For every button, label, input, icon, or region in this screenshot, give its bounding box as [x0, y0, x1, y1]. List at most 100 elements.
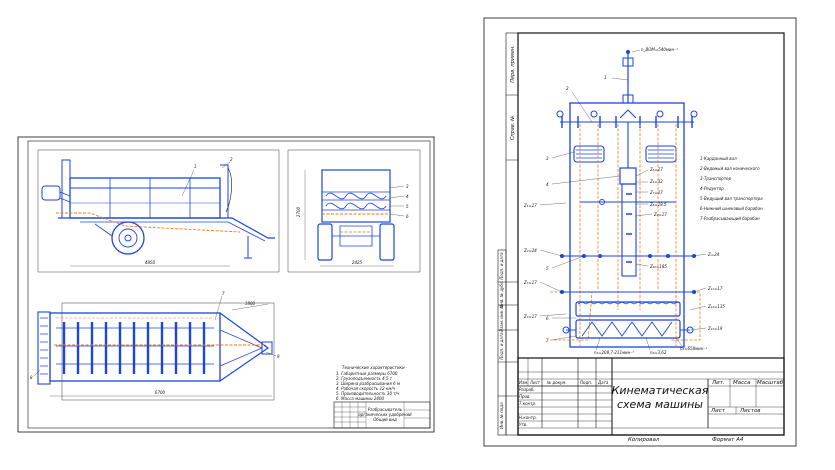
gear-z8: Z₈=18.5: [649, 202, 667, 207]
top-view-dim-width: 1800: [245, 301, 256, 306]
auger-drum: [575, 319, 681, 339]
spec-line-1: 1. Габаритные размеры 6700: [336, 371, 398, 376]
margin-ref-no: Справ. №: [510, 116, 516, 140]
scheme-part-3: 3: [546, 156, 549, 161]
top-view-part-8: 8: [30, 375, 33, 380]
tb-header-sign: Подп.: [580, 380, 592, 385]
top-view-dim-length: 6700: [155, 390, 166, 395]
rear-view-dim-width: 2425: [352, 260, 363, 265]
left-tb-line2: органических удобрений: [358, 412, 412, 417]
right-sheet[interactable]: Перв. примен. Справ. № Подп. и дата Инв.…: [483, 17, 797, 447]
speed-n1: n₁=208,7-211мин⁻¹: [594, 350, 634, 355]
scheme-part-2: 2: [566, 86, 569, 91]
gear-z10: Z₁₀=185: [649, 264, 667, 269]
input-speed-label: n_ВОМ=540мин⁻¹: [641, 47, 678, 52]
side-view-dim-length: 4850: [145, 260, 156, 265]
left-title-block: Разбрасыватель органических удобрений Об…: [333, 401, 431, 429]
tb-role-ncontr: Н.контр.: [519, 415, 537, 420]
gear-z4: Z₄=17: [523, 314, 537, 319]
spec-title: Технические характеристики: [342, 365, 405, 370]
tb-mass: Масса: [733, 380, 751, 386]
gear-z7: Z₇=17: [649, 190, 663, 195]
tb-header-doc: № докум.: [546, 380, 567, 385]
top-view-part-9: 9: [277, 354, 280, 359]
scheme-part-4: 4: [546, 182, 549, 187]
side-view-part-2: 2: [230, 157, 233, 162]
kinematic-scheme: n_ВОМ=540мин⁻¹: [523, 47, 725, 355]
tb-title-line1: Кинематическая: [612, 384, 709, 397]
rear-view-frame: [287, 149, 421, 273]
legend-item-3: 3-Транспортер: [700, 176, 732, 181]
tb-lit: Лит.: [711, 380, 725, 386]
legend-item-1: 1-Карданный вал: [700, 156, 737, 161]
gear-z12: Z₁₂=135: [707, 304, 725, 309]
scheme-legend: 1-Карданный вал 2-Ведомый вал коническог…: [700, 156, 763, 221]
top-view: 7 8 9 6700 1800: [30, 291, 280, 401]
tb-role-approve: Утв.: [519, 422, 527, 427]
scheme-part-6: 6: [546, 316, 549, 321]
left-tb-line3: Общий вид: [373, 417, 397, 422]
tb-role-check: Пров.: [519, 394, 531, 399]
side-view-frame: [37, 149, 280, 273]
margin-stamp: Перв. примен. Справ. № Подп. и дата Инв.…: [497, 32, 519, 436]
tb-title-line2: схема машины: [617, 398, 703, 411]
side-view: 4850 1 2: [37, 149, 280, 273]
margin-orig-inv: Инв. № подл.: [499, 401, 504, 429]
side-view-part-1: 1: [194, 164, 197, 169]
rear-view-dim-height: 2700: [296, 206, 301, 217]
gear-z3: Z₃=17: [523, 280, 537, 285]
spec-line-2: 2. Грузоподъемность 4,5 т: [336, 376, 393, 381]
gear-z13: Z₁₃=19: [707, 326, 723, 331]
spec-line-4: 4. Рабочая скорость 12 км/ч: [336, 386, 396, 391]
gear-z5: Z₅=17: [649, 167, 663, 172]
rear-view-part-6: 6: [406, 214, 409, 219]
rear-view-part-4: 4: [406, 194, 409, 199]
scheme-part-1: 1: [604, 75, 607, 80]
margin-sign-date-1: Подп. и дата: [499, 252, 504, 280]
spec-line-6: 6. Масса машины 2400: [336, 396, 385, 401]
legend-item-7: 7-Разбрасывающий барабан: [700, 216, 760, 221]
speed-n2: n₂=3,62: [650, 350, 667, 355]
tb-header-izm: Изм.: [519, 380, 528, 385]
gear-z2: Z₂=24: [523, 248, 537, 253]
gear-z11: Z₁₁=17: [707, 286, 723, 291]
left-sheet[interactable]: 4850 1 2 2700 2425 3 4: [17, 136, 435, 433]
tb-role-dev: Разраб.: [519, 387, 535, 392]
gear-z9: Z₉=17: [653, 212, 667, 217]
spec-notes: Технические характеристики 1. Габаритные…: [336, 365, 405, 401]
legend-item-2: 2-Ведомый вал конического: [700, 166, 760, 171]
legend-item-4: 4-Редуктор: [700, 186, 724, 191]
left-tb-line1: Разбрасыватель: [368, 407, 403, 412]
tb-role-tcontr: Т.контр.: [519, 401, 536, 406]
rear-view: 2700 2425 3 4 5 6: [287, 149, 421, 273]
scheme-part-5: 5: [546, 266, 549, 271]
rear-view-body: [321, 169, 391, 223]
top-view-part-7: 7: [222, 291, 225, 296]
tb-header-list: Лист: [529, 380, 541, 385]
left-sheet-inner-border: [27, 140, 431, 429]
left-sheet-outer-border: [17, 136, 435, 433]
tb-header-date: Дата: [597, 380, 609, 385]
chain-lines: [550, 124, 701, 346]
lower-beater: [575, 301, 681, 317]
top-view-slats: [56, 322, 214, 374]
margin-first-use: Перв. примен.: [510, 45, 516, 83]
side-view-wheel: [111, 221, 145, 255]
margin-repl-inv: Взам. инв. №: [499, 304, 504, 331]
tb-sheets: Листов: [739, 408, 761, 414]
gear-z-right: Z=24: [707, 252, 720, 257]
margin-dup-inv: Инв. № дубл.: [499, 280, 504, 307]
tb-format: Формат А4: [712, 437, 744, 443]
spec-line-5: 5. Производительность 30 т/ч: [336, 391, 400, 396]
gear-z1: Z₁=17: [523, 203, 537, 208]
tb-scale: Масштаб: [757, 380, 784, 386]
top-view-frame: [61, 302, 275, 401]
tb-copied: Копировал: [628, 437, 660, 443]
legend-item-6: 6-Нижний шнековый барабан: [700, 206, 763, 211]
legend-item-5: 5-Ведущий вал транспортера: [700, 196, 763, 201]
tb-sheet: Лист: [710, 408, 726, 414]
scheme-part-7: 7: [546, 338, 549, 343]
speed-n3: n₃=658мин⁻¹: [680, 346, 707, 351]
